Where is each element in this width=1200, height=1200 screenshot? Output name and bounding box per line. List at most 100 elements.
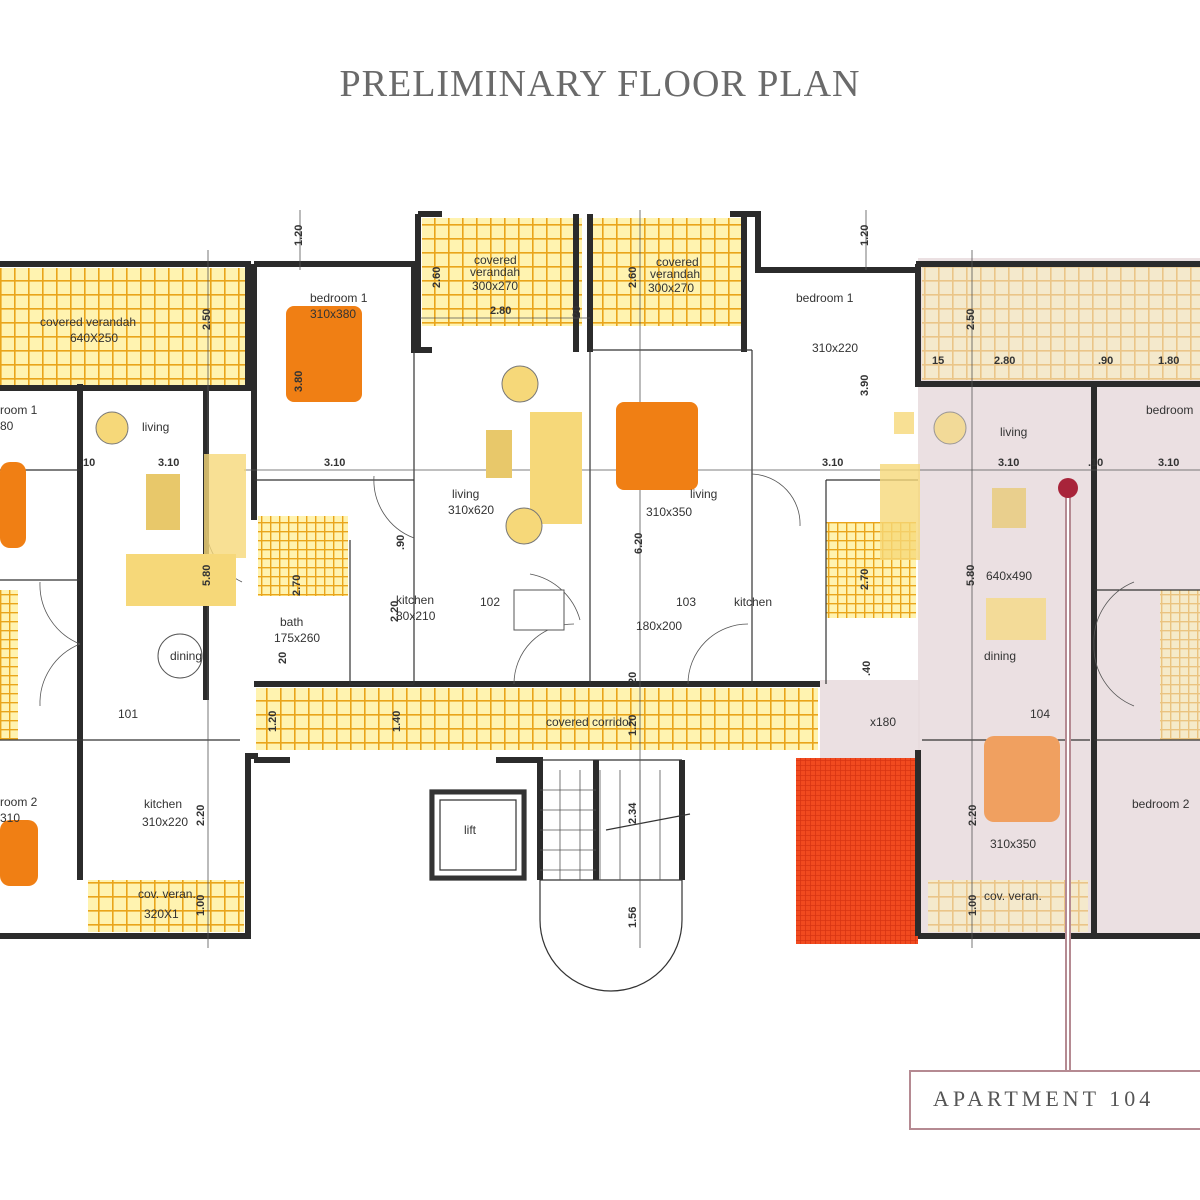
label-bedroom-right-bottom: bedroom 2	[1132, 797, 1190, 811]
dim-120-c: 1.20	[267, 711, 279, 732]
label-corridor: covered corridor	[546, 715, 633, 729]
label-bedroom-left-bottom: room 2	[0, 795, 38, 809]
dim-310-d: 3.10	[998, 457, 1019, 469]
label-living-103-size: 310x350	[646, 505, 692, 519]
dim-250-b: 2.50	[965, 309, 977, 330]
dim-10-b: .10	[1088, 457, 1103, 469]
dim-20-c: 20	[571, 306, 583, 318]
dim-120-a: 1.20	[293, 225, 305, 246]
apartment-callout[interactable]: APARTMENT 104	[909, 1070, 1200, 1130]
label-veranda-mid2-size: 300x270	[648, 281, 694, 295]
stair-landing-red[interactable]	[796, 758, 918, 944]
chair-102-b	[505, 507, 543, 545]
covered-verandah-103[interactable]	[592, 218, 747, 326]
dim-120-d: 1.20	[627, 715, 639, 736]
bed-103	[616, 402, 698, 490]
dim-270-a: 2.70	[291, 575, 303, 596]
dim-620: 6.20	[633, 533, 645, 554]
dim-100-a: 1.00	[195, 895, 207, 916]
dim-20-a: 20	[277, 652, 289, 664]
label-apt-103: 103	[676, 595, 696, 609]
dim-310-b: 3.10	[324, 457, 345, 469]
apartment-104-marker[interactable]	[1058, 478, 1078, 1072]
walls	[0, 211, 1200, 939]
table-101	[146, 474, 180, 530]
chair-101	[95, 411, 129, 445]
label-veranda-mid2-a: covered	[656, 255, 699, 269]
dim-310-e: 3.10	[1158, 457, 1179, 469]
label-bedroom-left-top: room 1	[0, 403, 38, 417]
label-ver-101: cov. veran.	[138, 887, 196, 901]
label-bedroom-left-top-size: 80	[0, 419, 14, 433]
bath-tiles-104	[1160, 590, 1200, 740]
label-bedroom-left-bottom-size: 310	[0, 811, 20, 825]
dim-100-b: 1.00	[967, 895, 979, 916]
sofa-104	[986, 598, 1046, 640]
label-bedroom-right-top: bedroom	[1146, 403, 1193, 417]
dim-580-b: 5.80	[965, 565, 977, 586]
lift-shaft[interactable]	[429, 789, 527, 881]
label-bedroom1-b: bedroom 1	[796, 291, 854, 305]
dim-40: .40	[861, 661, 873, 676]
label-apt-102: 102	[480, 595, 500, 609]
sofa-101	[126, 554, 236, 606]
dim-90: .90	[1098, 355, 1113, 367]
label-veranda-mid-a: covered	[474, 253, 517, 267]
chair-102-a	[501, 365, 539, 403]
covered-verandah-101[interactable]	[0, 268, 246, 386]
label-ver-101-size: 320X1	[144, 907, 179, 921]
label-veranda-left: covered verandah	[40, 315, 136, 329]
dim-140: 1.40	[391, 711, 403, 732]
bed-102	[286, 306, 362, 402]
label-bedroom1-a: bedroom 1	[310, 291, 368, 305]
label-kitchen-103-size: 180x200	[636, 619, 682, 633]
chair-104	[933, 411, 967, 445]
covered-verandah-104[interactable]	[922, 262, 1200, 380]
label-lift: lift	[464, 823, 477, 837]
sofa-101-side	[204, 454, 246, 558]
label-living-104: living	[1000, 425, 1027, 439]
room-labels: covered verandah 640X250 covered veranda…	[0, 253, 1193, 921]
label-size-180: x180	[870, 715, 896, 729]
dim-580-a: 5.80	[201, 565, 213, 586]
bath-tiles-101	[258, 516, 348, 596]
sofa-103	[880, 464, 920, 560]
label-veranda-left-size: 640X250	[70, 331, 118, 345]
label-apt-101: 101	[118, 707, 138, 721]
bath-tiles-left-edge	[0, 590, 18, 740]
dim-220-c: 2.20	[967, 805, 979, 826]
label-bedroom1-a-size: 310x380	[310, 307, 356, 321]
dim-280-a: 2.80	[490, 305, 511, 317]
verandah-101-bottom[interactable]	[88, 880, 244, 932]
dim-270-b: 2.70	[859, 569, 871, 590]
sofa-102	[530, 412, 582, 524]
covered-corridor[interactable]	[256, 688, 818, 750]
dim-180: 1.80	[1158, 355, 1179, 367]
apartment-104-highlight-lower	[820, 680, 920, 760]
dim-156: 1.56	[627, 907, 639, 928]
label-kitchen-104-size: 310x350	[990, 837, 1036, 851]
label-living-101: living	[142, 420, 169, 434]
label-living-102-size: 310x620	[448, 503, 494, 517]
dim-310-c: 3.10	[822, 457, 843, 469]
dim-310-a: 3.10	[158, 457, 179, 469]
label-veranda-mid-size: 300x270	[472, 279, 518, 293]
label-living-104-size: 640x490	[986, 569, 1032, 583]
label-apt-104: 104	[1030, 707, 1050, 721]
label-bath-size: 175x260	[274, 631, 320, 645]
label-bedroom1-b-size: 310x220	[812, 341, 858, 355]
label-kitchen-102-size: 80x210	[396, 609, 436, 623]
dim-90-b: .90	[395, 535, 407, 550]
label-dining-104: dining	[984, 649, 1016, 663]
verandah-104-bottom[interactable]	[928, 880, 1088, 932]
covered-verandah-102[interactable]	[422, 218, 582, 326]
bed-101	[0, 462, 26, 548]
apartment-callout-label: APARTMENT 104	[933, 1086, 1155, 1111]
label-bath: bath	[280, 615, 303, 629]
furniture	[0, 306, 1060, 886]
dim-390: 3.90	[859, 375, 871, 396]
label-kitchen-101-size: 310x220	[142, 815, 188, 829]
dim-20-b: 20	[627, 672, 639, 684]
dim-10-a: .10	[80, 457, 95, 469]
label-living-102: living	[452, 487, 479, 501]
